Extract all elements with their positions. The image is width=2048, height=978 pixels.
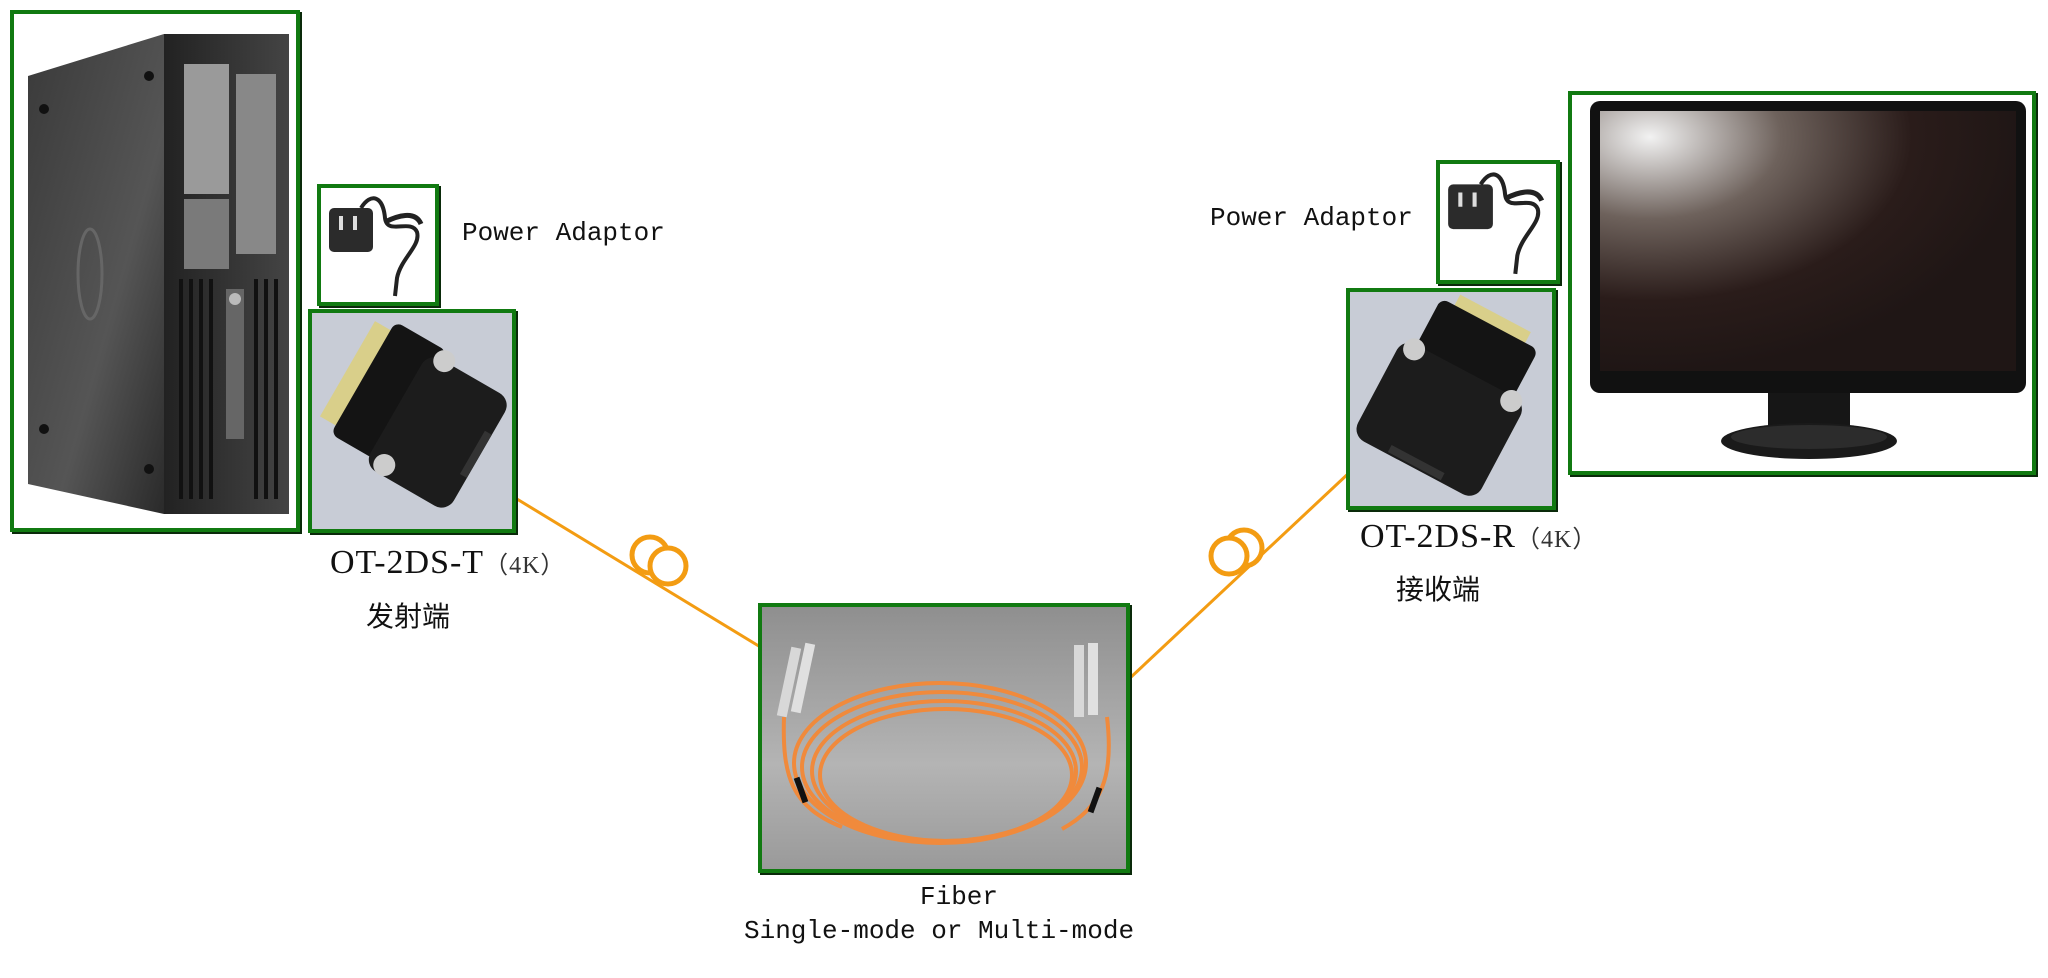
left-fiber-link (511, 494, 763, 650)
fiber-patch-cable-icon (776, 642, 1111, 845)
fiber-subtitle: Single-mode or Multi-mode (744, 916, 1135, 946)
receiver-device (1346, 288, 1556, 510)
right-fiber-link (1128, 470, 1352, 680)
computer-frame (10, 10, 300, 532)
transmitter-model: OT-2DS-T（4K） (330, 544, 565, 582)
monitor-frame (1568, 91, 2036, 475)
transmitter-power-adapter (317, 184, 439, 306)
dvi-fiber-transmitter-icon (319, 321, 507, 508)
fiber-coil-icon (1208, 527, 1265, 577)
power-adapter-icon (329, 196, 424, 297)
transmitter-device (308, 309, 516, 533)
receiver-power-label: Power Adaptor (1210, 203, 1413, 233)
transmitter-power-label: Power Adaptor (462, 218, 665, 248)
dvi-fiber-receiver-icon (1356, 294, 1536, 496)
receiver-model-suffix: （4K） (1516, 527, 1598, 553)
lcd-monitor-icon (1590, 101, 2026, 459)
receiver-model: OT-2DS-R（4K） (1360, 518, 1597, 556)
fiber-title: Fiber (920, 882, 999, 912)
receiver-role: 接收端 (1396, 573, 1481, 606)
receiver-model-name: OT-2DS-R (1360, 518, 1516, 555)
fiber-cable-frame (758, 603, 1130, 873)
receiver-power-adapter (1436, 160, 1560, 284)
desktop-tower-icon (28, 34, 289, 514)
transmitter-model-name: OT-2DS-T (330, 544, 485, 581)
transmitter-role: 发射端 (366, 600, 451, 633)
power-adapter-icon (1448, 172, 1545, 275)
transmitter-model-suffix: （4K） (484, 553, 566, 579)
fiber-coil-icon (629, 534, 689, 587)
